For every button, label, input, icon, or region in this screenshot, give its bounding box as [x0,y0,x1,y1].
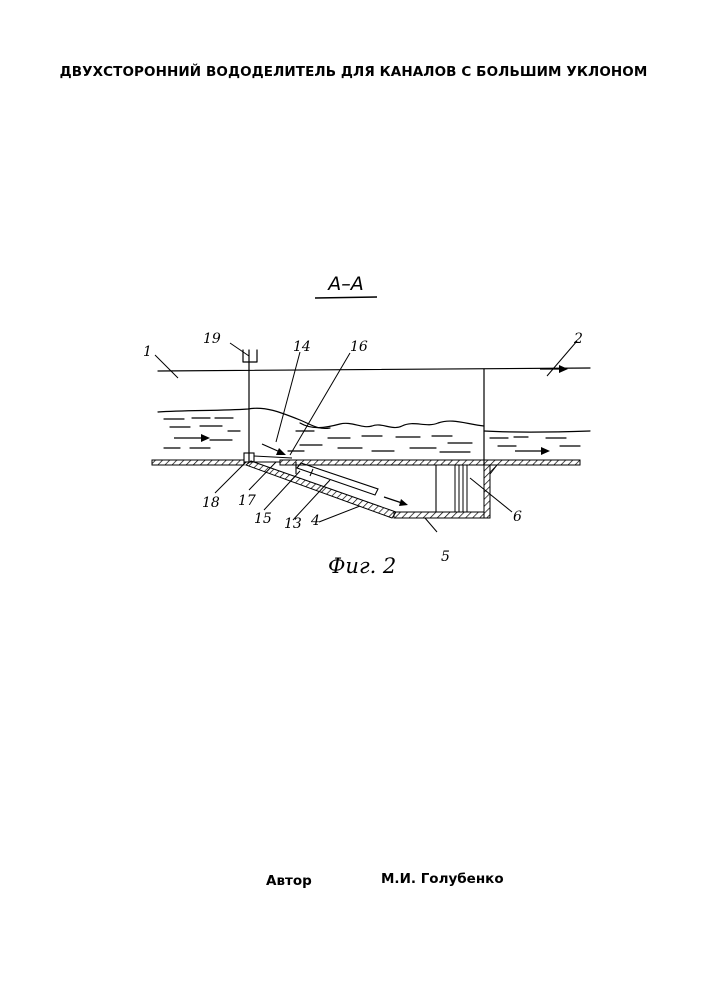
callout-13: 13 [284,516,302,532]
flow-arrow-pipe [384,497,408,506]
author-name: М.И. Голубенко [381,871,504,887]
callout-14: 14 [293,339,311,355]
section-label-underline [315,297,377,298]
callout-17: 17 [238,493,256,509]
flow-arrow-downstream [515,447,550,455]
flow-arrow-upstream [174,434,210,442]
callout-18: 18 [202,495,220,511]
stilling-basin [394,465,497,518]
author-label: Автор [266,873,312,889]
callout-15: 15 [254,511,272,527]
section-label: А–А [326,273,364,295]
figure-caption: Фиг. 2 [328,554,396,578]
water-hatching-middle [288,431,472,452]
callout-1: 1 [143,344,152,360]
callout-6: 6 [513,509,522,525]
channel-top-edge [158,368,590,371]
callout-19: 19 [203,331,221,347]
water-surface-downstream [484,431,590,432]
callout-2: 2 [573,331,583,347]
callout-5: 5 [441,549,450,565]
water-surface-turbulent [300,421,484,428]
flow-arrow-intake [262,444,286,455]
water-hatching-upstream [164,418,240,448]
callout-4: 4 [310,513,320,529]
water-hatching-downstream [490,437,580,446]
callout-16: 16 [350,339,368,355]
gate-symbol [243,350,257,362]
channel-bottom [152,460,580,465]
flow-arrow-section-2 [540,365,568,373]
